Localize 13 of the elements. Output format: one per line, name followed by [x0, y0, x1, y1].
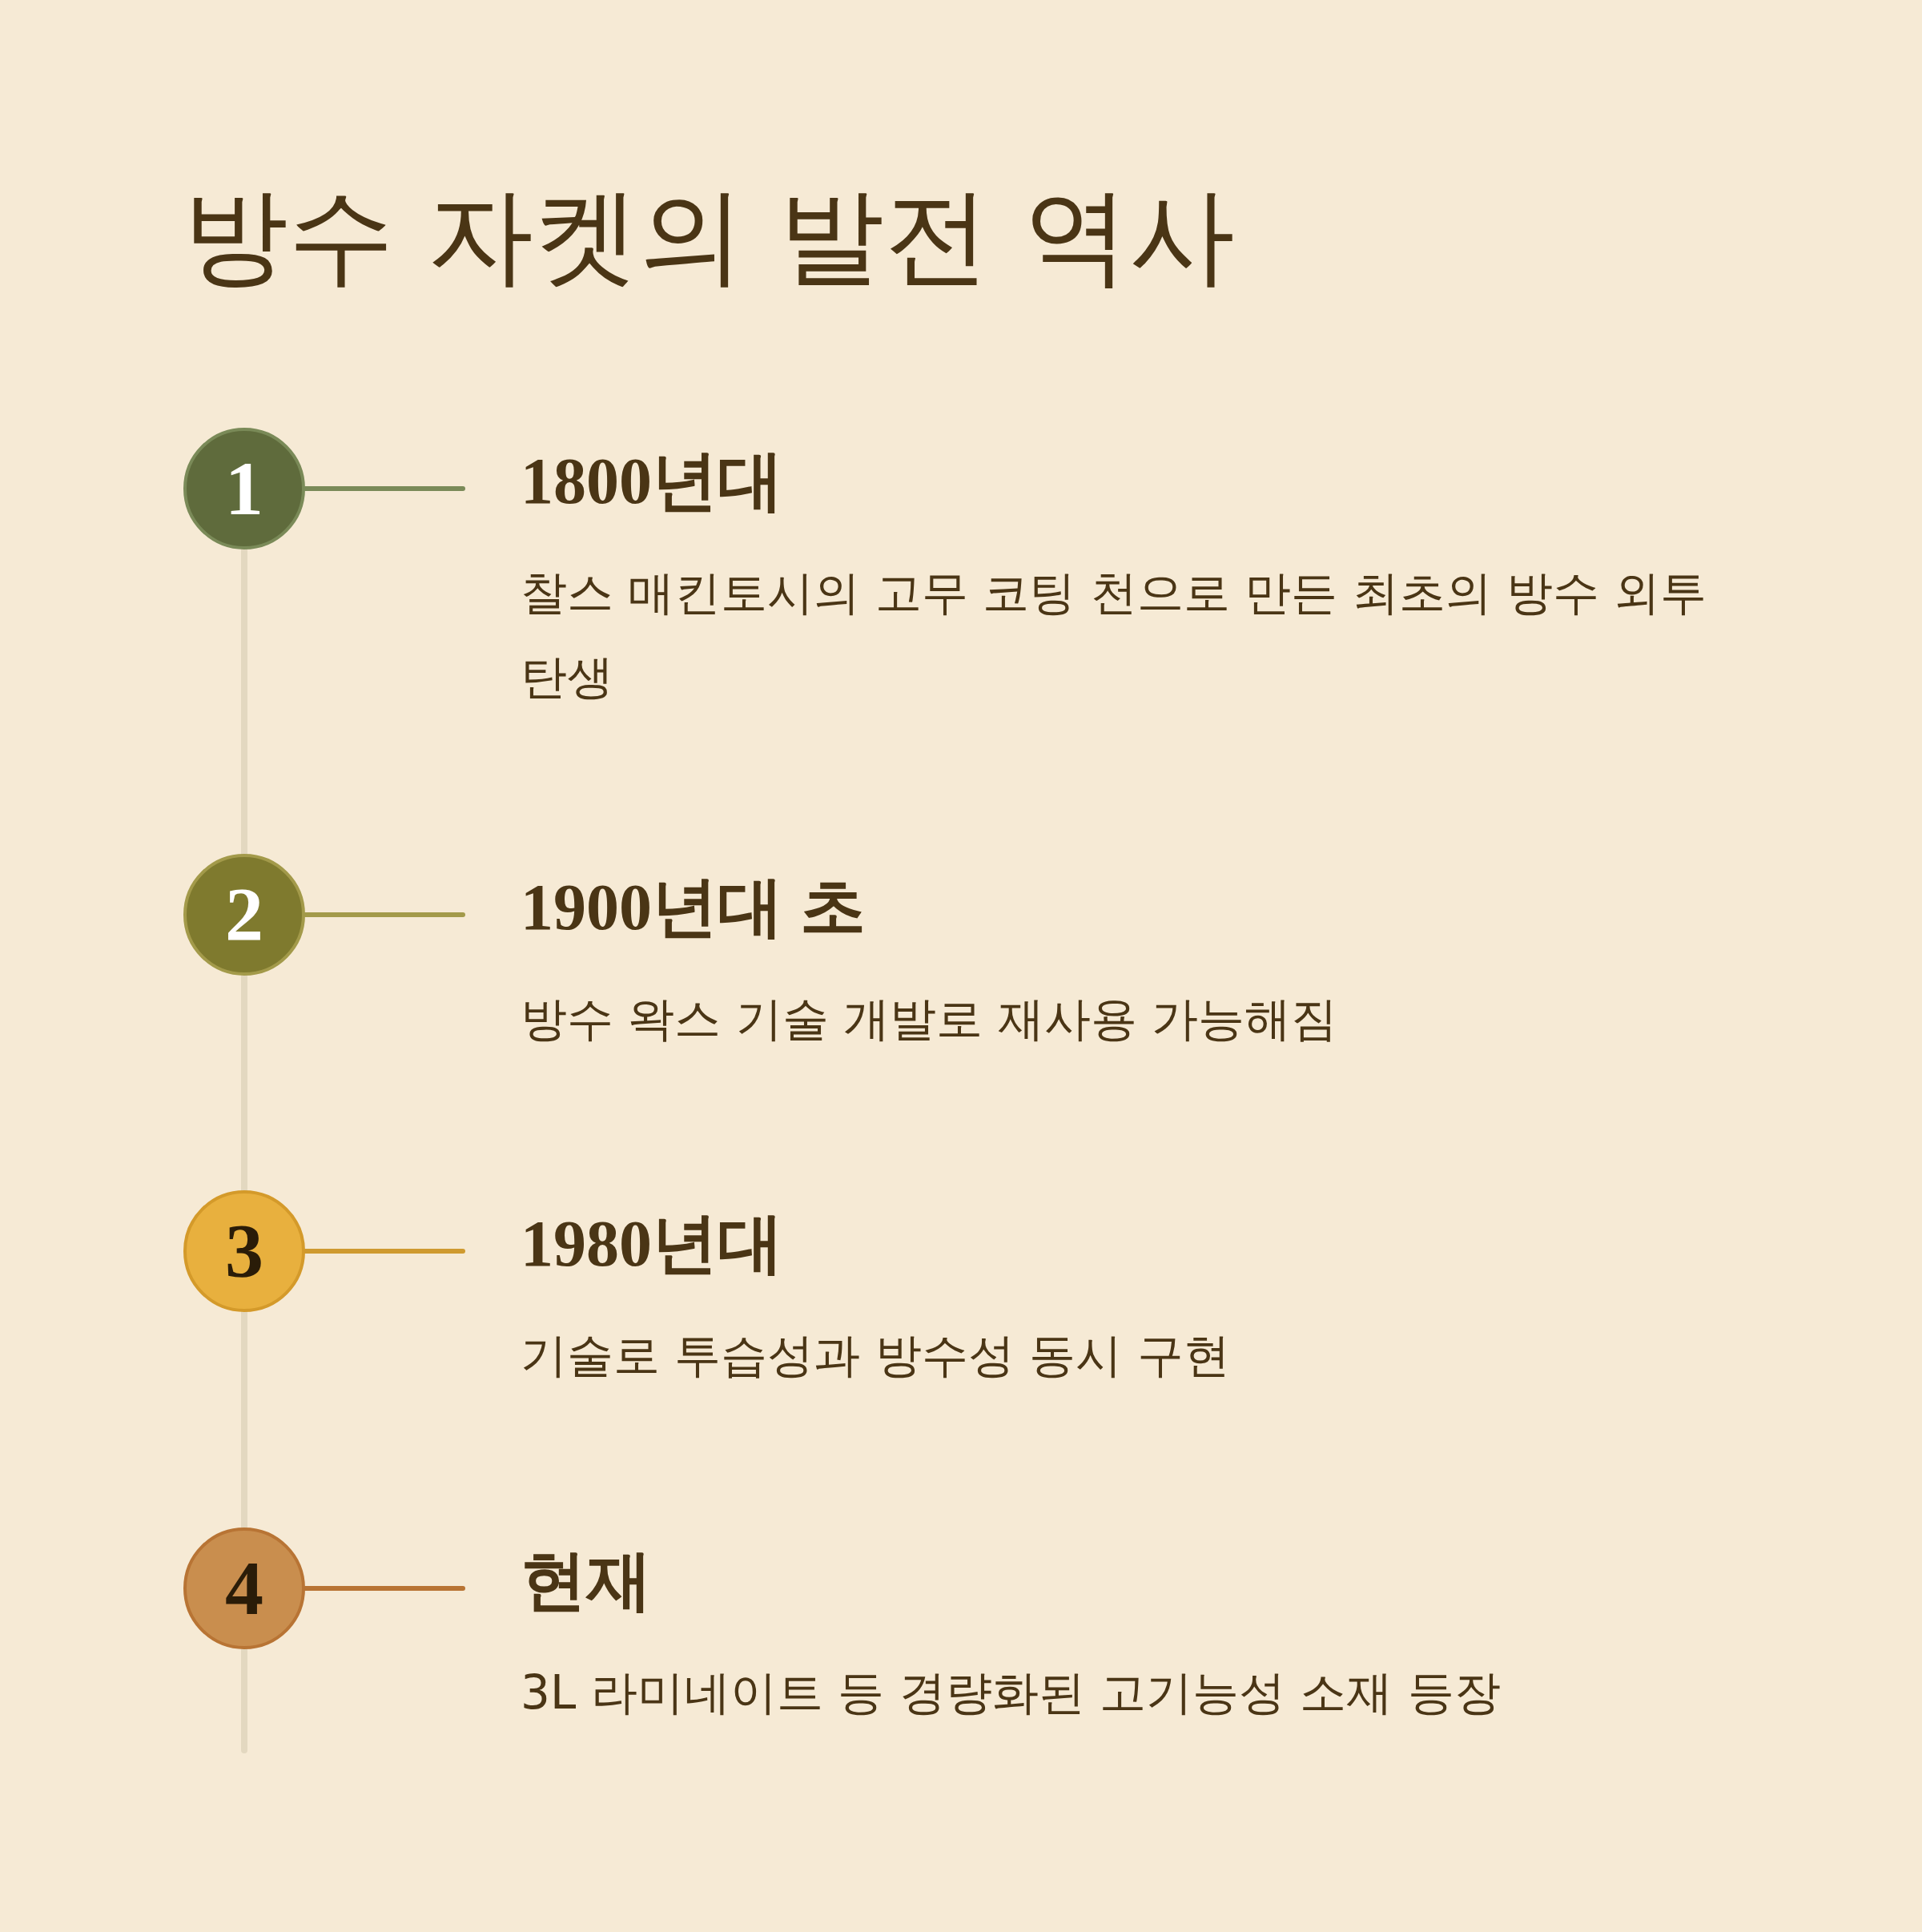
era-heading: 1900년대 초 — [521, 870, 867, 945]
era-description: 3L 라미네이트 등 경량화된 고기능성 소재 등장 — [521, 1664, 1502, 1722]
step-number-circle: 1 — [183, 428, 305, 549]
era-heading: 1800년대 — [521, 444, 784, 519]
era-description: 방수 왁스 기술 개발로 재사용 가능해짐 — [521, 991, 1339, 1049]
step-number-circle: 3 — [183, 1190, 305, 1312]
era-description: 기술로 투습성과 방수성 동시 구현 — [521, 1327, 1231, 1385]
step-number-circle: 4 — [183, 1527, 305, 1649]
era-description: 찰스 매킨토시의 고무 코팅 천으로 만든 최초의 방수 외투 탄생 — [521, 565, 1708, 706]
era-heading: 1980년대 — [521, 1206, 784, 1282]
title: 방수 자켓의 발전 역사 — [183, 173, 1235, 299]
step-number-circle: 2 — [183, 854, 305, 976]
era-heading: 현재 — [521, 1544, 653, 1619]
